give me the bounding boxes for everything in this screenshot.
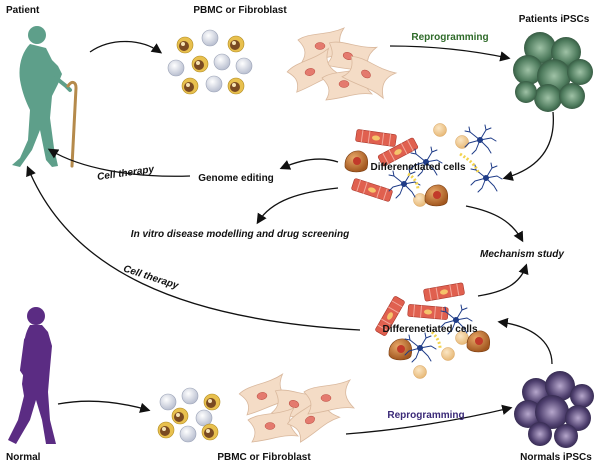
patients-ipscs-colony — [513, 32, 593, 112]
cane-icon — [66, 80, 78, 168]
label-in-vitro: In vitro disease modelling and drug scre… — [131, 229, 349, 240]
differentiated-cells-top — [344, 123, 503, 207]
label-reprogramming-top: Reprogramming — [411, 32, 488, 43]
label-normal: Normal — [6, 452, 41, 463]
label-normals-ipscs: Normals iPSCs — [520, 452, 592, 463]
arrow-patient-to-pbmc — [89, 40, 163, 54]
patient-figure — [12, 26, 72, 167]
label-differentiated-cells-top: Differenetiated cells — [370, 162, 465, 173]
arrow-to-genome-editing — [279, 158, 339, 170]
label-pbmc-bottom: PBMC or Fibroblast — [217, 452, 311, 463]
label-pbmc-top: PBMC or Fibroblast — [193, 5, 287, 16]
label-genome-editing: Genome editing — [198, 173, 274, 184]
label-cell-therapy-top: Cell therapy — [97, 164, 156, 183]
pbmc-cluster-top — [167, 29, 253, 95]
arrow-reprogramming-bottom — [345, 404, 513, 435]
arrow-ipscs-to-differentiated-bottom — [497, 317, 553, 365]
normal-figure — [8, 307, 56, 444]
arrow-cell-therapy-top — [47, 148, 191, 177]
fibroblast-cluster-bottom — [236, 373, 355, 445]
label-mechanism-study: Mechanism study — [480, 249, 564, 260]
arrow-normal-to-pbmc — [57, 400, 151, 413]
differentiated-cells-bottom — [374, 282, 491, 379]
arrow-cell-therapy-bottom — [26, 165, 361, 331]
label-patient: Patient — [6, 5, 40, 16]
label-patients-ipscs: Patients iPSCs — [519, 14, 590, 25]
normals-ipscs-colony — [514, 371, 594, 448]
arrow-reprogramming-top — [389, 45, 511, 62]
arrow-to-mechanism-top — [465, 205, 524, 243]
label-reprogramming-bottom: Reprogramming — [387, 410, 464, 421]
pbmc-cluster-bottom — [157, 387, 221, 443]
arrow-ipscs-to-differentiated-top — [502, 111, 554, 181]
fibroblast-cluster-top — [283, 27, 400, 104]
label-differentiated-cells-bottom: Differenetiated cells — [382, 324, 477, 335]
arrow-to-mechanism-bottom — [477, 263, 529, 297]
arrow-to-in-vitro — [256, 187, 339, 225]
